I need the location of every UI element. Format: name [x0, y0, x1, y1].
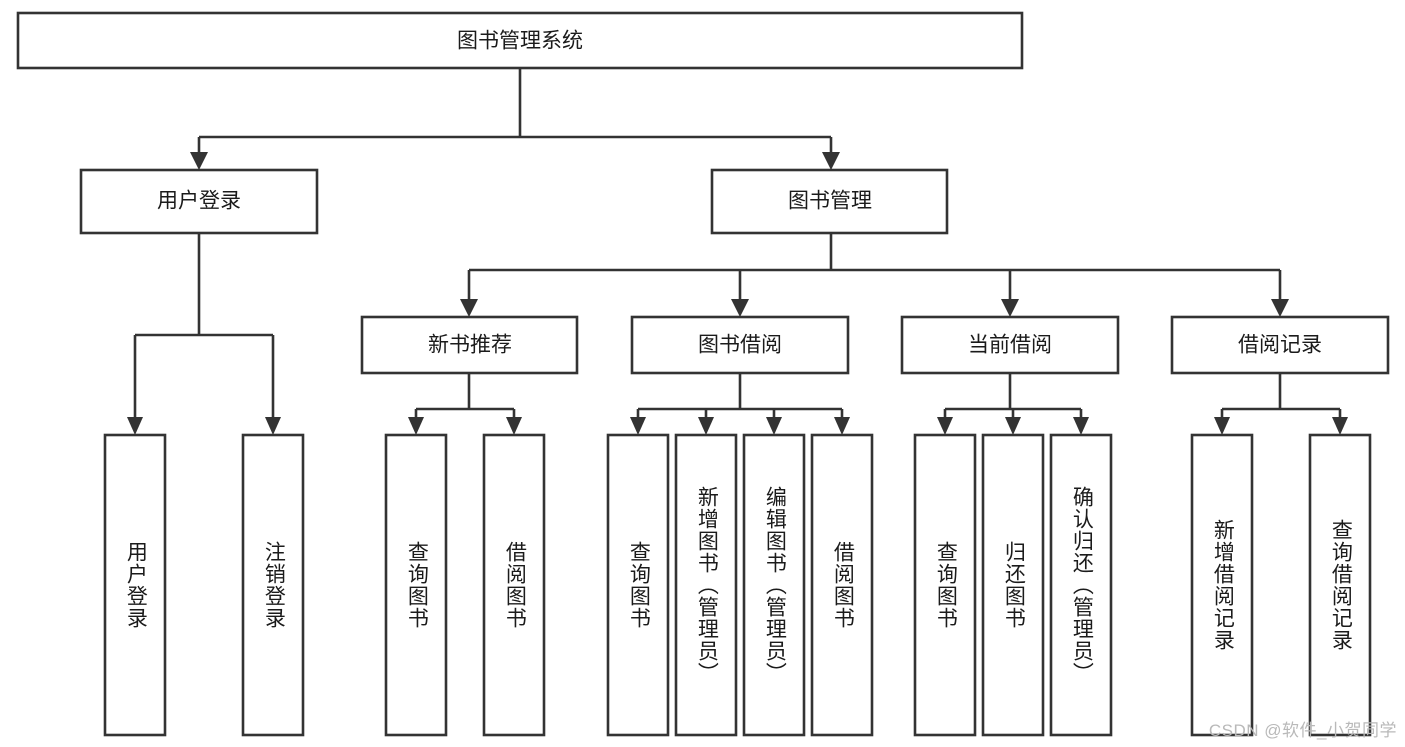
csdn-watermark: CSDN @软件_小贺同学: [1208, 721, 1397, 740]
node-root[interactable]: 图书管理系统: [16, 11, 1024, 70]
user-login-label: 用户登录: [157, 190, 241, 213]
book-management-label: 图书管理: [788, 190, 872, 213]
connectors-bookborrow-to-leaves: [630, 373, 850, 435]
leaf-box-borrow-book-2[interactable]: [810, 433, 874, 737]
node-current-borrow[interactable]: 当前借阅: [900, 315, 1120, 375]
connectors-borrowrecord-to-leaves: [1214, 373, 1348, 435]
user-login-box[interactable]: [79, 168, 319, 235]
new-book-recommend-box[interactable]: [360, 315, 579, 375]
arrowhead-user-login: [190, 152, 208, 170]
node-borrow-record[interactable]: 借阅记录: [1170, 315, 1390, 375]
book-management-box[interactable]: [710, 168, 949, 235]
leaf-box-return-book[interactable]: [981, 433, 1045, 737]
connectors-userlogin-to-leaves: [127, 233, 281, 435]
book-borrow-label: 图书借阅: [698, 334, 782, 357]
arrowhead-borrow-record: [1271, 299, 1289, 317]
arrowhead-leaf-add-record: [1214, 417, 1230, 435]
leaf-box-user-login[interactable]: [103, 433, 167, 737]
leaf-box-query-book-1[interactable]: [384, 433, 448, 737]
leaf-box-add-borrow-record[interactable]: [1190, 433, 1254, 737]
leaf-box-query-book-2[interactable]: [606, 433, 670, 737]
connectors-newbookrec-to-leaves: [408, 373, 522, 435]
leaf-box-query-borrow-record[interactable]: [1308, 433, 1372, 737]
node-book-management[interactable]: 图书管理: [710, 168, 949, 235]
arrowhead-leaf-query-book-2: [630, 417, 646, 435]
node-new-book-recommend[interactable]: 新书推荐: [360, 315, 579, 375]
leaf-box-logout[interactable]: [241, 433, 305, 737]
arrowhead-leaf-query-book-1: [408, 417, 424, 435]
arrowhead-leaf-logout: [265, 417, 281, 435]
leaf-box-borrow-book-1[interactable]: [482, 433, 546, 737]
connectors-bookmgmt-to-level3: [460, 233, 1289, 317]
new-book-recommend-label: 新书推荐: [428, 334, 512, 357]
arrowhead-leaf-edit-book: [766, 417, 782, 435]
arrowhead-leaf-query-book-3: [937, 417, 953, 435]
arrowhead-current-borrow: [1001, 299, 1019, 317]
arrowhead-leaf-confirm-return: [1073, 417, 1089, 435]
current-borrow-box[interactable]: [900, 315, 1120, 375]
connectors-root-to-level2: [190, 68, 840, 170]
arrowhead-book-mgmt: [822, 152, 840, 170]
leaf-box-edit-book[interactable]: [742, 433, 806, 737]
borrow-record-box[interactable]: [1170, 315, 1390, 375]
arrowhead-new-book-rec: [460, 299, 478, 317]
arrowhead-leaf-borrow-book-1: [506, 417, 522, 435]
arrowhead-leaf-add-book: [698, 417, 714, 435]
arrowhead-leaf-borrow-book-2: [834, 417, 850, 435]
arrowhead-leaf-user-login: [127, 417, 143, 435]
connectors-currentborrow-to-leaves: [937, 373, 1089, 435]
leaf-boxes: [103, 433, 1372, 737]
root-box[interactable]: [16, 11, 1024, 70]
leaf-box-add-book[interactable]: [674, 433, 738, 737]
root-label: 图书管理系统: [457, 30, 583, 53]
arrowhead-book-borrow: [731, 299, 749, 317]
node-user-login[interactable]: 用户登录: [79, 168, 319, 235]
node-book-borrow[interactable]: 图书借阅: [630, 315, 850, 375]
current-borrow-label: 当前借阅: [968, 334, 1052, 357]
arrowhead-leaf-return-book: [1005, 417, 1021, 435]
leaf-box-query-book-3[interactable]: [913, 433, 977, 737]
borrow-record-label: 借阅记录: [1238, 334, 1322, 357]
leaf-box-confirm-return[interactable]: [1049, 433, 1113, 737]
arrowhead-leaf-query-record: [1332, 417, 1348, 435]
book-borrow-box[interactable]: [630, 315, 850, 375]
